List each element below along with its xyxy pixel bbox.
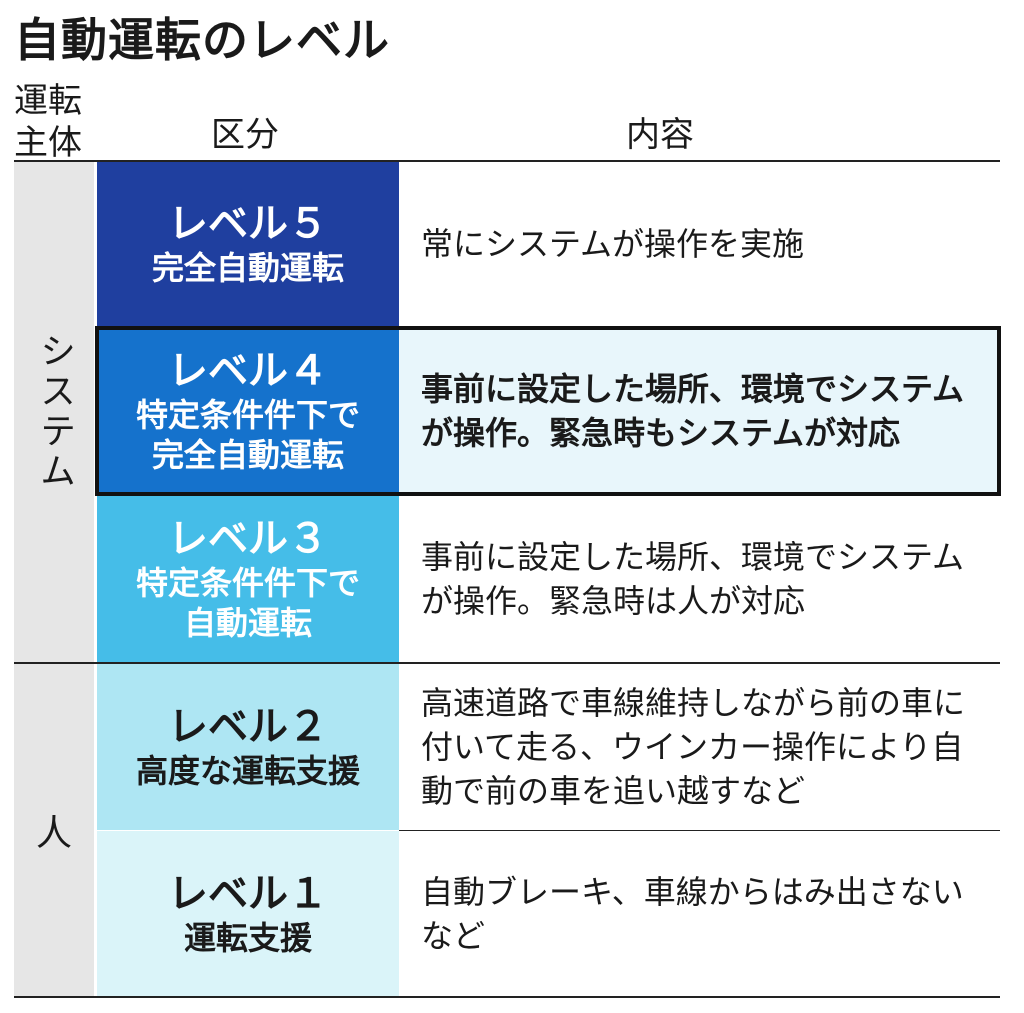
level-1-content-text: 自動ブレーキ、車線からはみ出さないなど bbox=[421, 872, 964, 955]
subject-system-cell: システム bbox=[14, 162, 94, 662]
level-4-desc-line2: 完全自動運転 bbox=[151, 436, 344, 474]
level-2-category: レベル２ 高度な運転支援 bbox=[97, 664, 399, 830]
level-4-desc-line1: 特定条件件下で bbox=[135, 396, 360, 434]
level-1-desc: 運転支援 bbox=[183, 918, 312, 957]
level-3-label: レベル３ bbox=[168, 516, 328, 562]
subject-human-label: 人 bbox=[35, 813, 72, 854]
level-1-category: レベル１ 運転支援 bbox=[97, 831, 399, 996]
header-subject-line1: 運転 bbox=[14, 81, 82, 121]
level-2-label: レベル２ bbox=[168, 704, 328, 750]
level-4-content: 事前に設定した場所、環境でシステムが操作。緊急時もシステムが対応 bbox=[399, 328, 1000, 494]
header-subject-line2: 主体 bbox=[14, 123, 82, 163]
page-title: 自動運転のレベル bbox=[14, 13, 390, 67]
level-2-desc: 高度な運転支援 bbox=[135, 752, 360, 790]
level-4-category: レベル４ 特定条件件下で 完全自動運転 bbox=[97, 328, 399, 494]
header-content: 内容 bbox=[626, 115, 694, 155]
header-subject: 運転 主体 bbox=[14, 80, 104, 164]
level-4-content-text: 事前に設定した場所、環境でシステムが操作。緊急時もシステムが対応 bbox=[421, 370, 965, 452]
level-1-content: 自動ブレーキ、車線からはみ出さないなど bbox=[399, 831, 1000, 996]
table-bottom-line bbox=[14, 996, 1000, 998]
level-4-highlight-frame bbox=[95, 326, 1001, 496]
level-5-category: レベル５ 完全自動運転 bbox=[97, 162, 399, 326]
level-5-content: 常にシステムが操作を実施 bbox=[399, 162, 1000, 326]
level-4-label: レベル４ bbox=[168, 348, 328, 394]
level-5-label: レベル５ bbox=[168, 201, 328, 247]
header-divider bbox=[14, 160, 1000, 162]
level-3-desc-line2: 自動運転 bbox=[183, 604, 312, 642]
level-3-desc-line1: 特定条件件下で bbox=[135, 564, 360, 602]
level-5-desc: 完全自動運転 bbox=[151, 249, 344, 287]
level-2-content: 高速道路で車線維持しながら前の車に付いて走る、ウインカー操作により自動で前の車を… bbox=[399, 664, 1000, 830]
subject-human-cell: 人 bbox=[14, 664, 94, 996]
subject-system-label: システム bbox=[34, 332, 75, 492]
level-5-content-text: 常にシステムが操作を実施 bbox=[421, 225, 805, 263]
level-3-category: レベル３ 特定条件件下で 自動運転 bbox=[97, 496, 399, 662]
level-3-content: 事前に設定した場所、環境でシステムが操作。緊急時は人が対応 bbox=[399, 496, 1000, 662]
level-1-label: レベル１ bbox=[168, 870, 328, 917]
header-category: 区分 bbox=[211, 115, 279, 155]
level-3-content-text: 事前に設定した場所、環境でシステムが操作。緊急時は人が対応 bbox=[421, 538, 965, 620]
level-2-1-divider bbox=[399, 830, 1000, 831]
system-human-divider bbox=[14, 662, 1000, 664]
level-2-content-text: 高速道路で車線維持しながら前の車に付いて走る、ウインカー操作により自動で前の車を… bbox=[421, 684, 966, 810]
